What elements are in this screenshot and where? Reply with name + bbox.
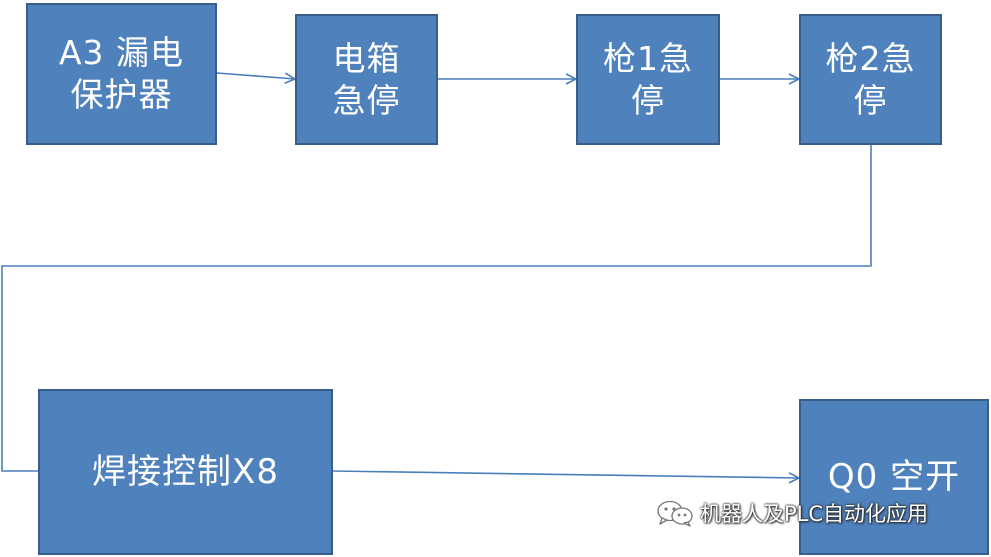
node-label: 电箱 急停	[332, 38, 401, 120]
node-label: A3 漏电 保护器	[58, 33, 185, 114]
node-label: 焊接控制X8	[92, 452, 279, 492]
node-welding-control: 焊接控制X8	[38, 389, 333, 555]
node-gun2-estop: 枪2急 停	[799, 14, 942, 145]
node-label: 枪2急 停	[825, 38, 916, 120]
node-cabinet-estop: 电箱 急停	[295, 14, 438, 145]
node-label: 枪1急 停	[603, 38, 693, 120]
node-q0-breaker: Q0 空开	[799, 399, 989, 555]
watermark: 机器人及PLC自动化应用	[656, 498, 928, 528]
arrow-a3-to-cabinet	[216, 72, 295, 79]
arrow-welding-to-q0	[331, 470, 799, 478]
node-gun1-estop: 枪1急 停	[576, 14, 720, 145]
elbow-connector-gun2-to-welding	[1, 145, 872, 472]
node-label: Q0 空开	[827, 457, 961, 497]
node-a3-leakage-protector: A3 漏电 保护器	[26, 3, 217, 145]
watermark-text: 机器人及PLC自动化应用	[700, 502, 929, 526]
wechat-icon	[656, 499, 694, 527]
